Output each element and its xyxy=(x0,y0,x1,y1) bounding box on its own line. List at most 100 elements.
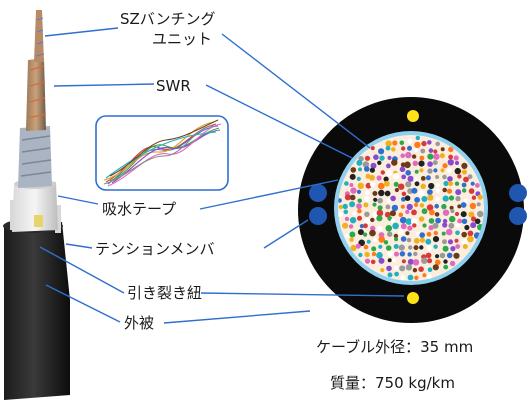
fiber-dot xyxy=(363,223,368,229)
leader-tension-right xyxy=(263,219,309,249)
fiber-dot xyxy=(385,245,392,251)
fiber-dot xyxy=(414,169,419,174)
fiber-dot xyxy=(369,229,376,237)
label-sheath: 外被 xyxy=(124,314,155,332)
fiber-dot xyxy=(405,170,412,176)
fiber-dot xyxy=(357,229,364,236)
fiber-dot xyxy=(386,265,392,272)
fiber-dot xyxy=(427,153,434,160)
fiber-dot xyxy=(419,168,424,173)
fiber-dot xyxy=(407,274,414,281)
fiber-dot xyxy=(407,145,412,151)
fiber-dot xyxy=(413,237,420,244)
fiber-dot xyxy=(433,244,438,249)
leader-lines xyxy=(39,27,405,324)
fiber-dot xyxy=(357,198,362,203)
fiber-dot xyxy=(445,228,453,236)
fiber-dot xyxy=(474,218,481,225)
fiber-dot xyxy=(370,259,376,265)
fiber-dot xyxy=(411,209,417,216)
leader-tension-left xyxy=(65,243,93,249)
fiber-dot xyxy=(476,202,481,207)
fiber-dot xyxy=(357,208,362,214)
fiber-dot xyxy=(378,182,385,190)
fiber-dot xyxy=(366,239,371,244)
tape-fleck xyxy=(34,215,43,227)
fiber-dot xyxy=(421,196,428,202)
tape-section xyxy=(12,182,58,232)
fiber-dot xyxy=(462,188,467,193)
fiber-dot xyxy=(427,189,433,196)
fiber-dot xyxy=(450,246,456,252)
fiber-dot xyxy=(390,218,396,224)
fiber-dot xyxy=(455,230,460,236)
fiber-dot xyxy=(356,159,363,166)
tension-member-right-top xyxy=(509,184,527,202)
fiber-dot xyxy=(338,211,343,217)
tension-member-right-bottom xyxy=(509,207,527,225)
fiber-dot xyxy=(426,204,434,211)
fiber-dot xyxy=(443,259,448,264)
fiber-dot xyxy=(384,180,390,187)
fiber-dot xyxy=(429,209,435,216)
fiber-dot xyxy=(415,135,420,141)
fiber-dot xyxy=(404,161,411,169)
fiber-dot xyxy=(471,195,477,200)
cable-side-view xyxy=(3,10,70,400)
fiber-dot xyxy=(455,222,461,228)
fiber-dot xyxy=(378,148,385,155)
core-stripes xyxy=(27,65,47,119)
fiber-dot xyxy=(426,231,432,237)
fiber-dot xyxy=(461,162,468,169)
fiber-dot xyxy=(352,211,357,216)
fiber-dot xyxy=(432,222,439,229)
fiber-dot xyxy=(442,245,449,252)
fiber-dot xyxy=(344,194,351,201)
leader-rip-right xyxy=(200,292,405,297)
fiber-dot xyxy=(411,154,417,159)
fiber-dot xyxy=(457,204,462,209)
fiber-dot xyxy=(439,153,445,159)
fiber-dot xyxy=(407,175,414,182)
fiber-dot xyxy=(442,218,448,224)
fiber-dot xyxy=(369,167,375,173)
tension-member-left-top xyxy=(309,184,327,202)
fiber-dot xyxy=(394,237,399,242)
fiber-dot xyxy=(391,159,398,166)
fiber-dot xyxy=(449,205,454,210)
fiber-dot xyxy=(419,237,425,243)
label-sz-unit-line1: SZバンチング xyxy=(120,10,216,28)
fiber-dot xyxy=(400,223,407,230)
fiber-dot xyxy=(380,170,385,175)
fiber-dot xyxy=(414,197,420,203)
swr-stripes xyxy=(20,135,52,177)
fiber-dot xyxy=(449,260,456,267)
fiber-dot xyxy=(435,259,441,266)
fiber-dot xyxy=(355,243,361,249)
leader-swr-left xyxy=(53,83,155,87)
fiber-dot xyxy=(393,265,399,271)
fiber-dot xyxy=(470,222,477,229)
fiber-dot xyxy=(376,215,383,222)
fiber-dot xyxy=(350,244,357,252)
fiber-dot xyxy=(390,210,396,217)
label-tension-member: テンションメンバ xyxy=(95,240,215,258)
fiber-dot xyxy=(387,258,392,263)
fiber-dot xyxy=(387,250,393,257)
fiber-dot xyxy=(370,225,376,232)
fiber-dot xyxy=(432,160,438,166)
fiber-dot xyxy=(457,218,463,224)
fiber-dot xyxy=(435,183,440,188)
fiber-dot xyxy=(369,181,376,187)
fiber-dot xyxy=(377,197,383,204)
sz-strand-stripes xyxy=(35,17,45,57)
fiber-dot xyxy=(398,229,404,236)
fiber-dot xyxy=(464,224,470,231)
fiber-dot xyxy=(349,194,356,201)
fiber-dot xyxy=(414,202,419,207)
fiber-dot xyxy=(363,244,369,250)
fiber-dot xyxy=(372,191,378,196)
fiber-dot xyxy=(426,274,433,280)
fiber-dot xyxy=(370,162,377,169)
